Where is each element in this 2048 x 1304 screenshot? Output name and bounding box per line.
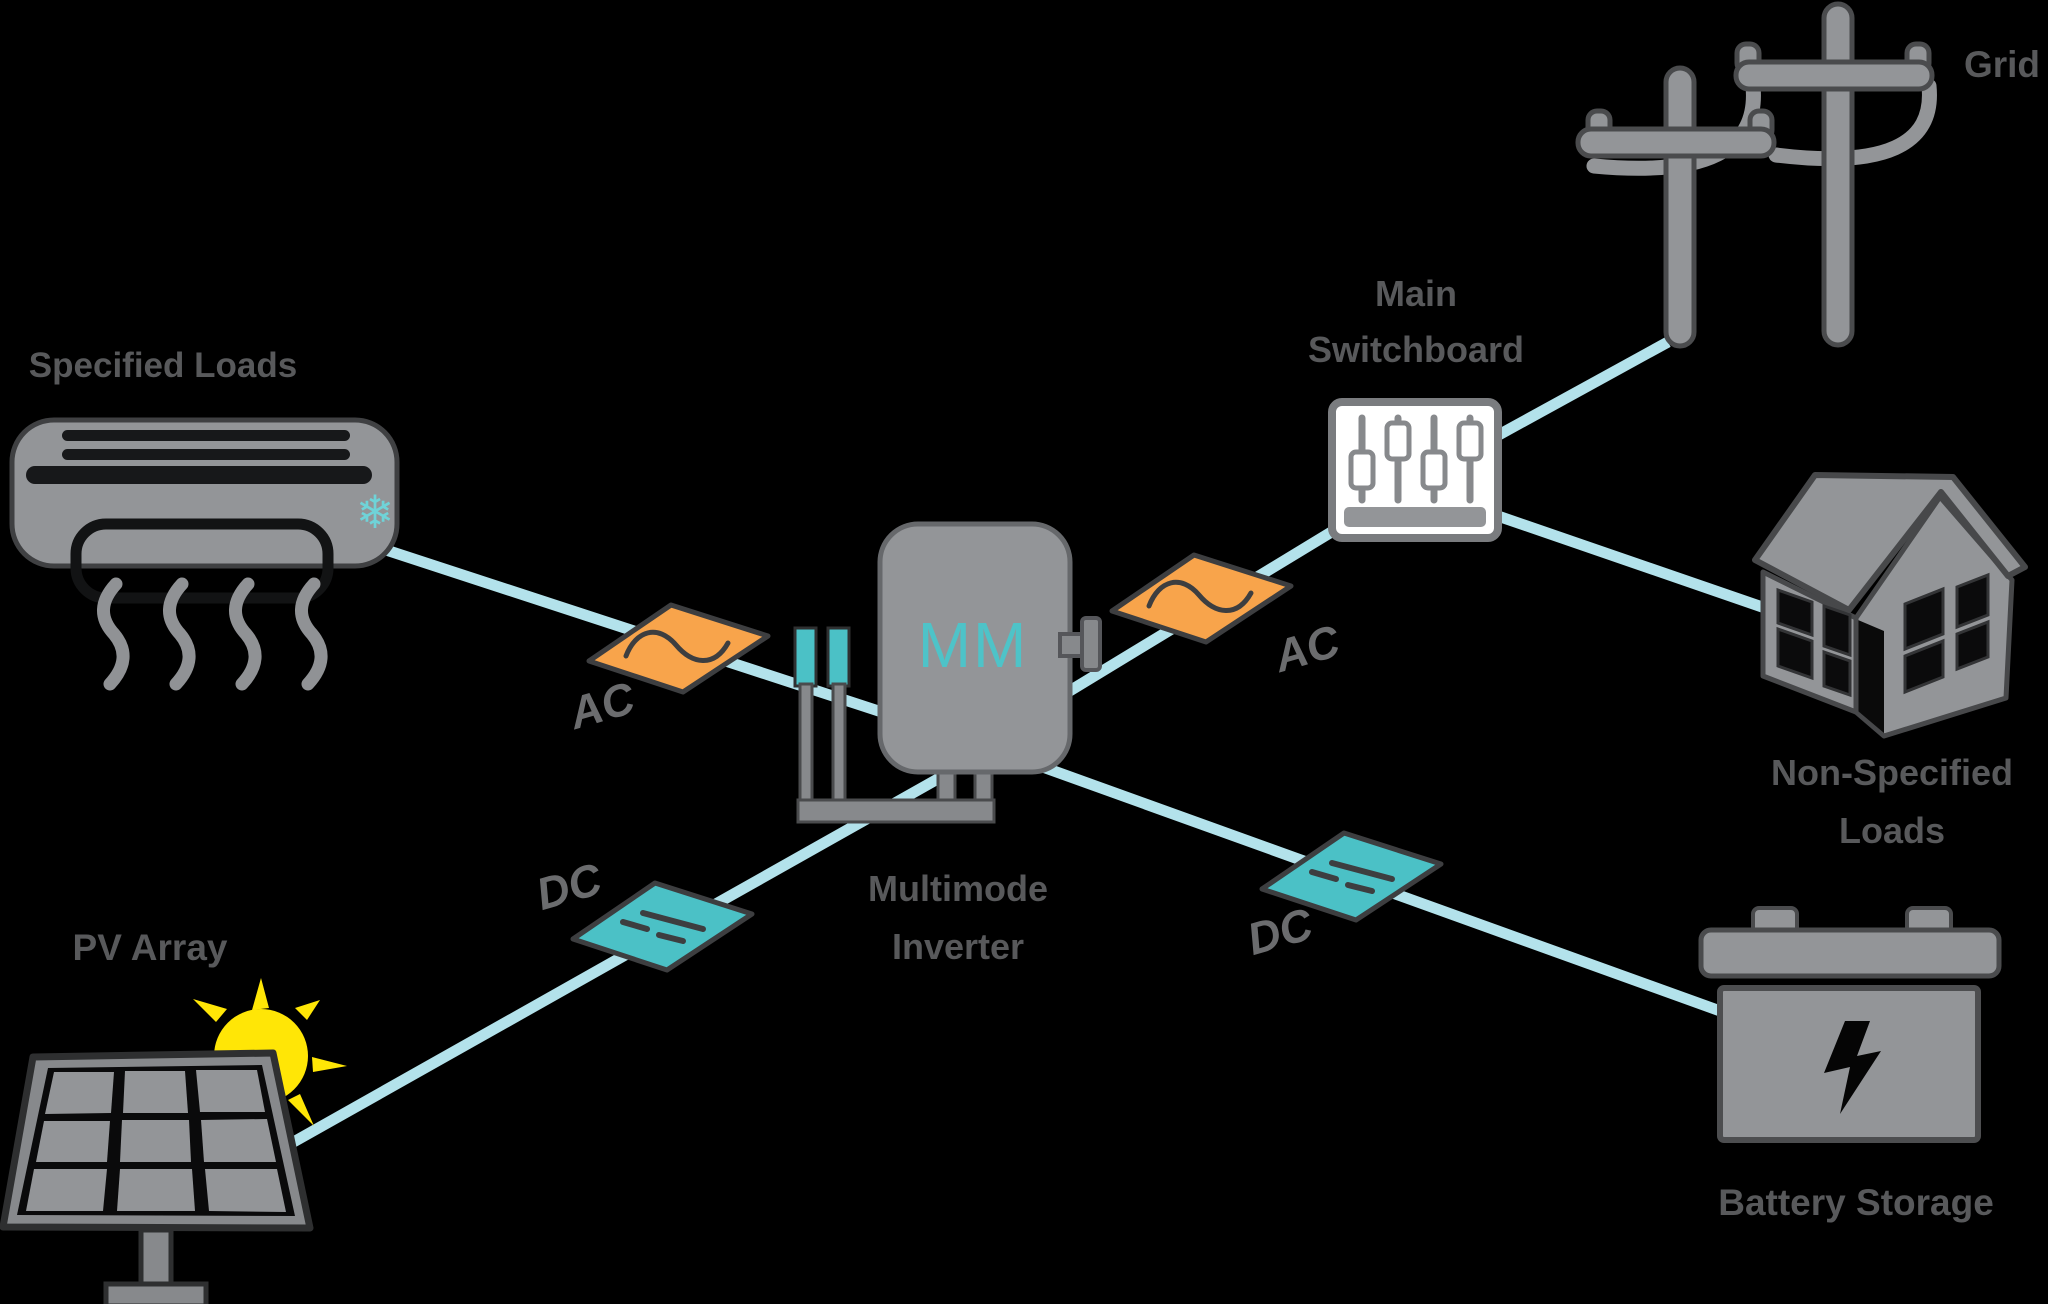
- house-windows-left: [1776, 587, 1852, 698]
- switchboard-base-bar: [1344, 507, 1486, 527]
- label-battery-storage: Battery Storage: [1718, 1182, 1994, 1223]
- label-specified-loads: Specified Loads: [28, 346, 298, 385]
- inverter-mm-badge: MM: [917, 609, 1029, 681]
- ac-slot: [62, 430, 350, 441]
- inverter-dc-pins: [793, 626, 851, 688]
- line-switchboard-house: [1493, 509, 1767, 614]
- grid-icon: [1575, 1, 1937, 349]
- pole-back: [1821, 1, 1855, 348]
- label-multimode-inverter: Multimode Inverter: [868, 868, 1048, 967]
- snowflake-icon: ❄: [356, 486, 395, 538]
- house-roof: [1752, 472, 2028, 613]
- crossarm-front: [1575, 126, 1777, 159]
- label-main-switchboard: Main Switchboard: [1307, 273, 1525, 370]
- line-grid-switchboard: [1492, 337, 1671, 442]
- switchboard-icon: [1328, 398, 1502, 542]
- air-conditioner-icon: ❄: [9, 417, 400, 604]
- pv-panel-icon: [0, 1049, 314, 1304]
- line-pv-inverter: [287, 767, 953, 1149]
- slider-handles: [1348, 420, 1484, 491]
- lightning-bolt-icon: [1824, 1021, 1881, 1114]
- label-grid: Grid: [1963, 44, 2041, 85]
- crossarm-back: [1733, 59, 1935, 92]
- label-non-specified-loads: Non-Specified Loads: [1770, 752, 2013, 851]
- ac-vent: [70, 518, 334, 604]
- battery-lid: [1698, 927, 2002, 979]
- ac-slot: [62, 449, 350, 460]
- ac-louver-divider: [26, 466, 372, 484]
- label-pv-array: PV Array: [72, 927, 228, 968]
- house-windows-right: [1903, 572, 1990, 695]
- inverter-ac-plug: [1058, 616, 1102, 672]
- panel-base: [103, 1281, 209, 1304]
- panel-post: [138, 1227, 174, 1291]
- airflow-waves-icon: [97, 577, 328, 691]
- inverter-icon: [793, 521, 1102, 824]
- house-icon: [1752, 472, 2028, 739]
- house-door: [1858, 620, 1884, 733]
- panel-cells: [26, 1070, 286, 1212]
- battery-icon: [1698, 906, 2002, 1143]
- pole-front: [1663, 65, 1697, 349]
